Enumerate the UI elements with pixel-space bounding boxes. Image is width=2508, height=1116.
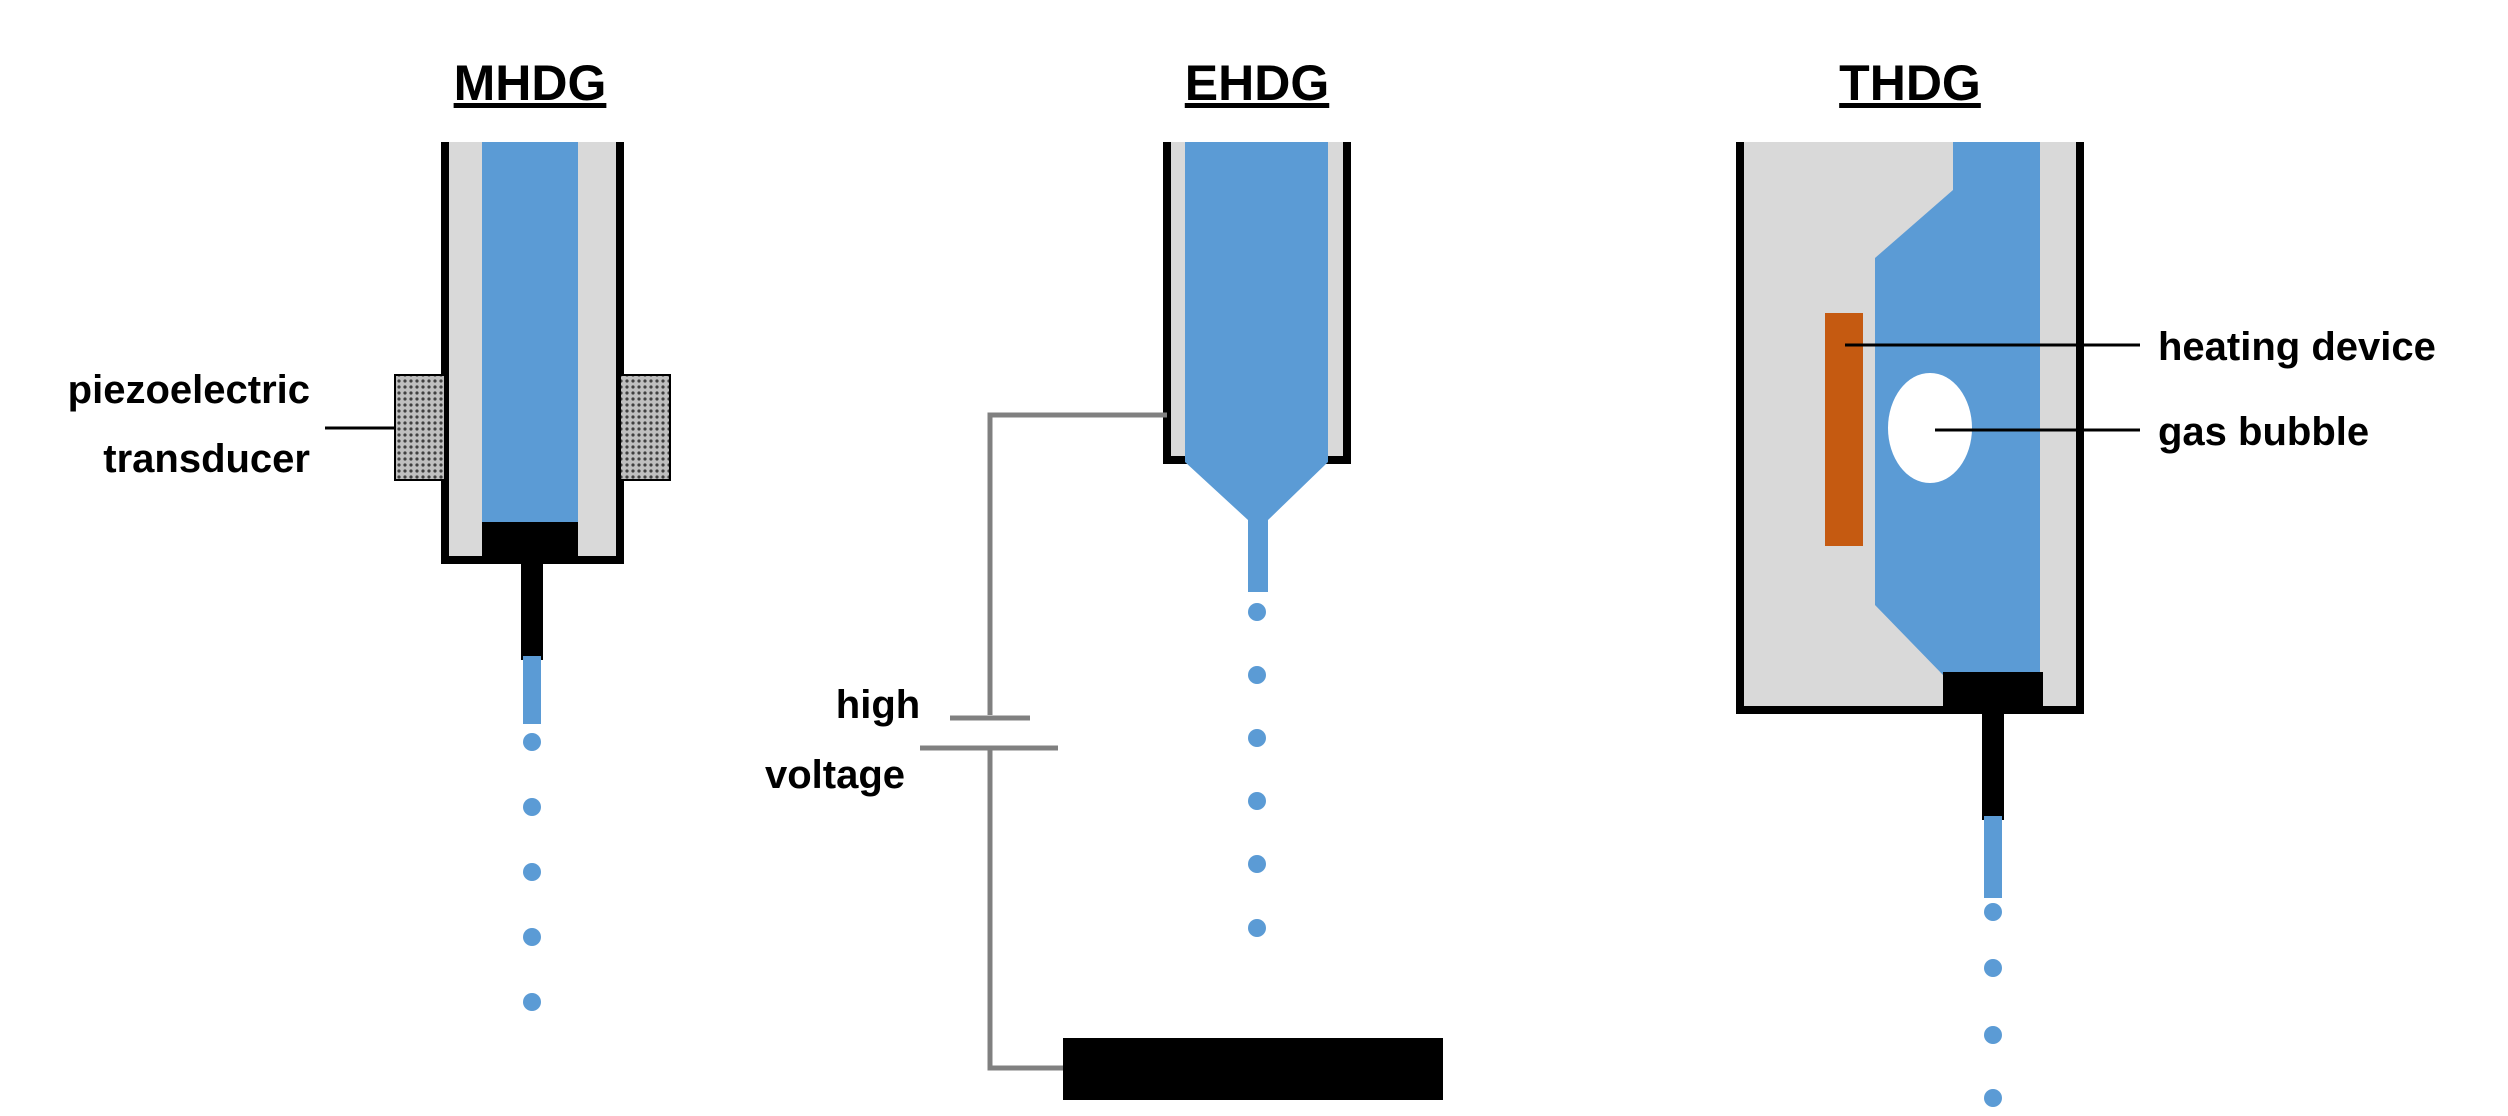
thdg-droplet xyxy=(1984,1089,2002,1107)
mhdg-transducer-right xyxy=(619,374,671,481)
mhdg-droplet xyxy=(523,798,541,816)
mhdg-droplet xyxy=(523,993,541,1011)
thdg-heating-device xyxy=(1825,313,1863,546)
mhdg-droplets xyxy=(523,733,541,1011)
ehdg-droplet xyxy=(1248,666,1266,684)
thdg-nozzle xyxy=(1982,708,2004,820)
thdg-droplet xyxy=(1984,959,2002,977)
thdg-bubble-label: gas bubble xyxy=(2158,410,2369,454)
ehdg-liquid xyxy=(1185,142,1328,592)
ehdg-wire-bottom xyxy=(987,748,1065,1071)
ehdg-wire-top xyxy=(987,412,1167,715)
ehdg-droplet xyxy=(1248,729,1266,747)
ehdg-title: EHDG xyxy=(1185,55,1329,111)
ehdg-droplet xyxy=(1248,603,1266,621)
ehdg-voltage-label-1: high xyxy=(836,683,920,727)
mhdg-jet xyxy=(523,656,541,724)
mhdg-panel: MHDG piezoelectric transducer xyxy=(68,55,671,1011)
thdg-droplet xyxy=(1984,903,2002,921)
thdg-title: THDG xyxy=(1839,55,1981,111)
mhdg-plug xyxy=(482,522,578,558)
ehdg-voltage-label-2: voltage xyxy=(765,753,905,797)
thdg-droplets xyxy=(1984,903,2002,1107)
thdg-droplet xyxy=(1984,1026,2002,1044)
mhdg-title: MHDG xyxy=(454,55,607,111)
ehdg-droplet xyxy=(1248,919,1266,937)
ehdg-counter-electrode xyxy=(1063,1038,1443,1100)
mhdg-droplet xyxy=(523,733,541,751)
mhdg-transducer-label-2: transducer xyxy=(103,437,310,481)
mhdg-nozzle xyxy=(521,558,543,660)
mhdg-transducer-label-1: piezoelectric xyxy=(68,368,310,412)
ehdg-panel: EHDG high voltage xyxy=(765,55,1443,1100)
ehdg-droplet xyxy=(1248,855,1266,873)
mhdg-droplet xyxy=(523,863,541,881)
ehdg-droplet xyxy=(1248,792,1266,810)
thdg-panel: THDG heating device gas bubble xyxy=(1736,55,2436,1107)
mhdg-droplet xyxy=(523,928,541,946)
mhdg-transducer-left xyxy=(394,374,446,481)
mhdg-liquid xyxy=(482,142,578,527)
thdg-jet xyxy=(1984,816,2002,898)
thdg-gas-bubble xyxy=(1888,373,1972,483)
thdg-heater-label: heating device xyxy=(2158,325,2436,369)
ehdg-droplets xyxy=(1248,603,1266,937)
thdg-plug xyxy=(1943,672,2043,708)
